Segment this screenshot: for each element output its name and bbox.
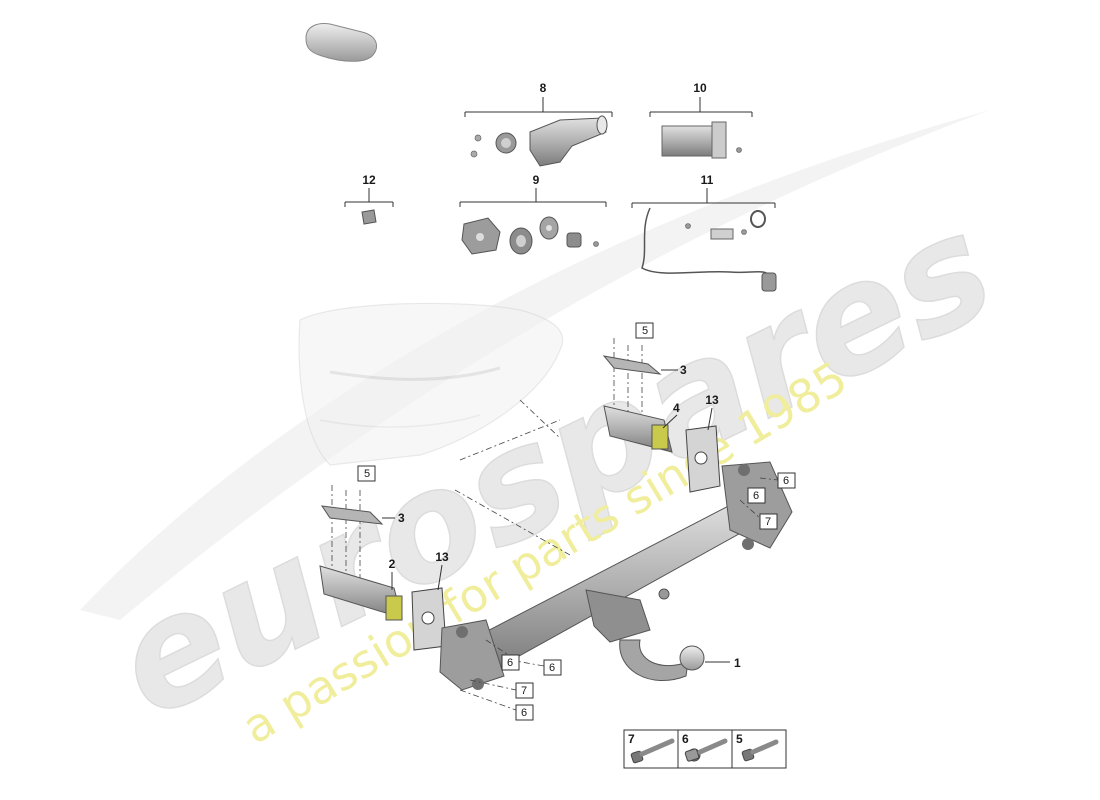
- callout-9: 9: [533, 173, 540, 187]
- watermark: eurospares a passion for parts since 198…: [80, 110, 1019, 754]
- group-12: 12: [344, 173, 394, 225]
- legend-number-7: 7: [628, 732, 635, 746]
- legend-item-7: 7: [628, 732, 675, 764]
- group-9: 9: [459, 173, 607, 255]
- callout-2: 2: [389, 557, 396, 571]
- callout-1: 1: [734, 656, 741, 670]
- callout-10: 10: [693, 81, 707, 95]
- callout-3-upper: 3: [680, 363, 687, 377]
- legend-item-6: 6: [682, 732, 728, 762]
- bolt-legend: 7 6 5: [623, 729, 787, 769]
- ref-box-6-d: 6: [549, 662, 555, 674]
- ref-box-5-upper: 5: [642, 325, 648, 337]
- legend-number-6: 6: [682, 732, 689, 746]
- legend-number-5: 5: [736, 732, 743, 746]
- callout-11: 11: [701, 173, 714, 187]
- ref-box-6-a: 6: [783, 475, 789, 487]
- watermark-swoosh: [80, 110, 990, 620]
- callout-12: 12: [362, 173, 376, 187]
- ref-box-5-lower: 5: [364, 468, 370, 480]
- ref-box-7-a: 7: [765, 516, 771, 528]
- ref-box-6-c: 6: [507, 657, 513, 669]
- callout-13-lower: 13: [435, 550, 449, 564]
- callout-3-lower: 3: [398, 511, 405, 525]
- callout-8: 8: [540, 81, 547, 95]
- callout-13-upper: 13: [705, 393, 719, 407]
- bolt-collar-icon: [684, 738, 728, 762]
- ref-box-6-e: 6: [521, 707, 527, 719]
- bracket-left: 5 3 2 13: [319, 399, 571, 651]
- protective-cap: [305, 23, 378, 62]
- bracket-right: 5 3 4 13: [602, 322, 721, 493]
- bolt-long-icon: [630, 738, 675, 764]
- group-8: 8: [464, 81, 613, 167]
- group-10: 10: [649, 81, 753, 159]
- ref-box-7-b: 7: [521, 685, 527, 697]
- legend-item-5: 5: [736, 732, 779, 762]
- group-11: 11: [631, 173, 777, 292]
- bolt-short-icon: [741, 739, 779, 762]
- car-rear-silhouette: [298, 302, 564, 466]
- ref-box-6-b: 6: [753, 490, 759, 502]
- ref-boxes: [501, 472, 796, 721]
- callout-4: 4: [673, 401, 680, 415]
